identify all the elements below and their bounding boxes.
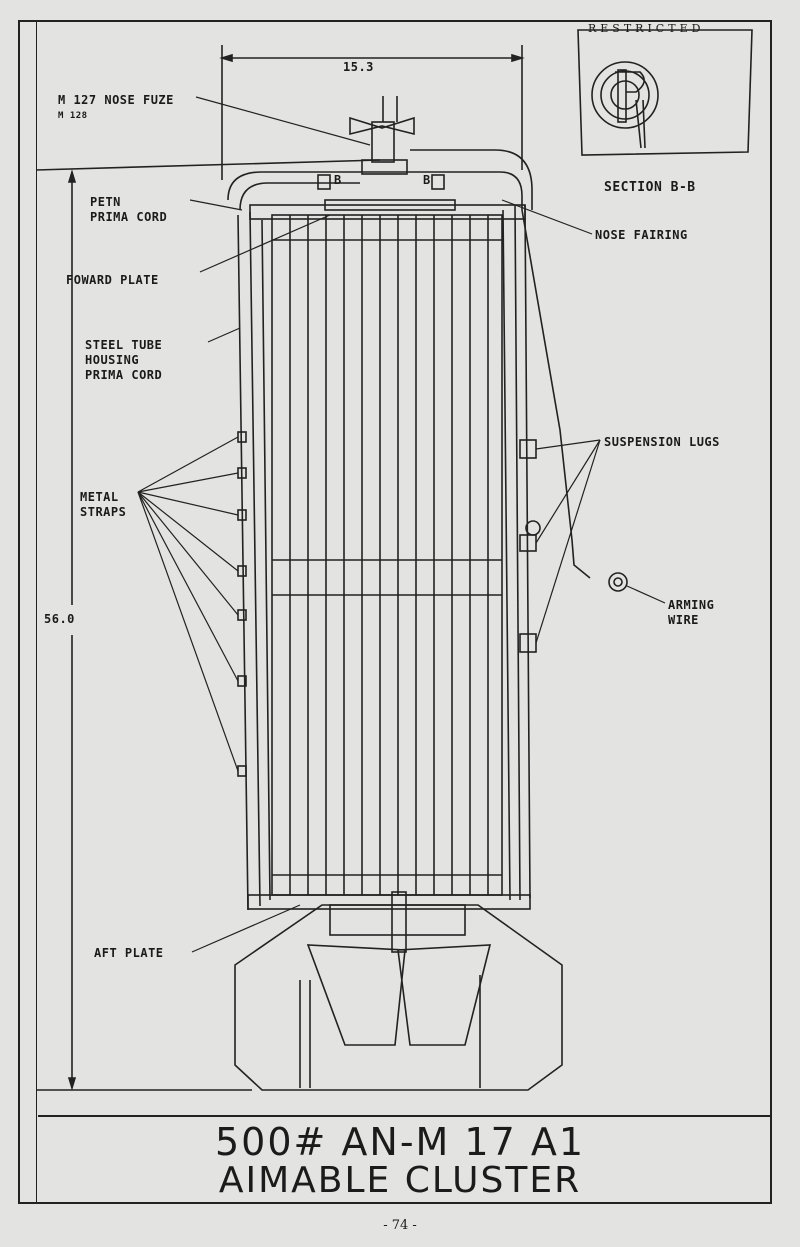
suspension-lugs-label: SUSPENSION LUGS bbox=[604, 435, 720, 449]
nose-fuze-alt-label: M 128 bbox=[58, 111, 88, 121]
forward-plate-part bbox=[249, 199, 526, 220]
nose-fairing-label: NOSE FAIRING bbox=[595, 228, 688, 242]
nose-fuze-part bbox=[349, 96, 415, 175]
restricted-stamp: RESTRICTED bbox=[588, 22, 705, 35]
width-dimension-line bbox=[219, 45, 525, 180]
aft-plate-label: AFT PLATE bbox=[94, 946, 164, 960]
forward-plate-label: FOWARD PLATE bbox=[66, 273, 159, 287]
section-mark-left: B bbox=[334, 173, 342, 187]
drawing-frame bbox=[18, 20, 772, 1204]
page-number: - 74 - bbox=[383, 1218, 417, 1233]
section-mark-right: B bbox=[423, 173, 431, 187]
width-dimension-label: 15.3 bbox=[343, 60, 374, 74]
metal-straps-label: METAL STRAPS bbox=[80, 490, 127, 519]
section-b-b-label: SECTION B-B bbox=[604, 180, 696, 195]
arming-wire-label: ARMING WIRE bbox=[668, 598, 715, 627]
length-dimension-line bbox=[35, 159, 381, 1091]
nose-fairing-part bbox=[227, 149, 591, 579]
section-b-b-inset bbox=[577, 29, 753, 156]
steel-tube-label: STEEL TUBE HOUSING PRIMA CORD bbox=[85, 338, 163, 382]
leader-lines bbox=[137, 96, 666, 953]
arming-wire-part bbox=[608, 572, 628, 592]
length-dimension-label: 56.0 bbox=[44, 612, 75, 626]
aft-plate-part bbox=[247, 891, 531, 953]
suspension-lug-marks bbox=[519, 439, 541, 653]
bomb-bundle bbox=[271, 214, 503, 896]
nose-fuze-label: M 127 NOSE FUZE bbox=[58, 93, 174, 107]
frame-inner-border bbox=[36, 20, 37, 1204]
title-block-divider bbox=[38, 1115, 772, 1117]
petn-prima-cord-label: PETN PRIMA CORD bbox=[90, 195, 168, 224]
tail-fin-part bbox=[234, 904, 563, 1091]
title-line-2: AIMABLE CLUSTER bbox=[218, 1160, 582, 1201]
steel-tube-housing bbox=[237, 204, 531, 911]
title-line-1: 500# AN-M 17 A1 bbox=[214, 1120, 586, 1164]
